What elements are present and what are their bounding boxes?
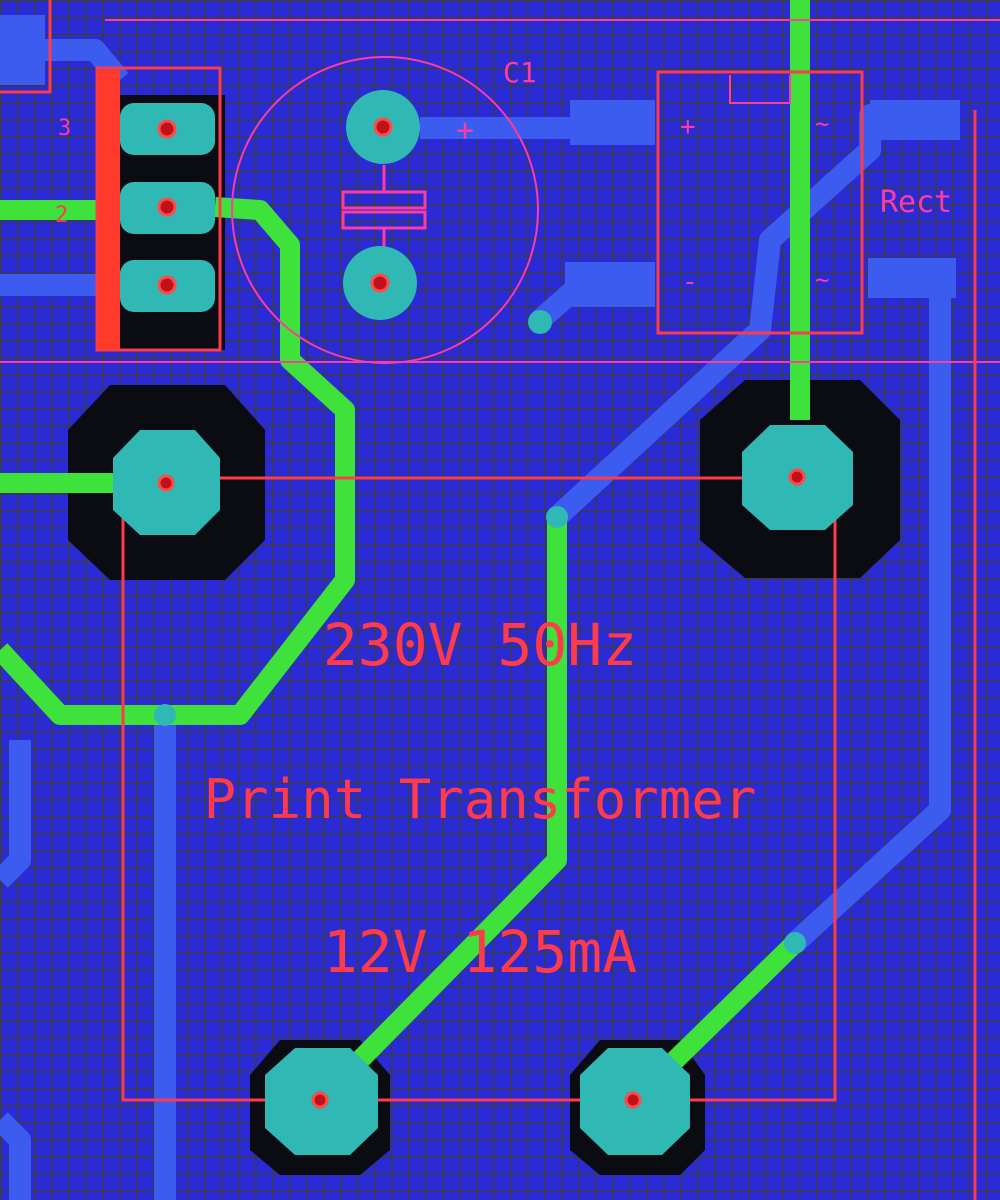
- transformer-name-label: Print Transformer: [204, 768, 757, 831]
- rectifier-ref-label: Rect: [880, 185, 952, 220]
- via[interactable]: [154, 704, 176, 726]
- rectifier-minus-label: -: [682, 267, 698, 297]
- connector-pin-label: 3: [58, 116, 71, 141]
- rect-ac2-copper: [868, 258, 956, 298]
- capacitor-ref-label: C1: [503, 56, 537, 89]
- capacitor-symbol: [341, 165, 427, 250]
- top-left-copper: [0, 15, 45, 85]
- capacitor-minus-copper: [565, 262, 655, 307]
- transformer-input-label: 230V 50Hz: [323, 611, 637, 679]
- via[interactable]: [546, 506, 568, 528]
- connector-body-marker: [97, 70, 120, 350]
- transformer-output-label: 12V 125mA: [323, 918, 637, 986]
- rectifier-plus-label: +: [680, 112, 696, 142]
- rectifier-ac1-label: ~: [815, 110, 829, 138]
- connector-pin-label: 2: [55, 203, 68, 228]
- via[interactable]: [528, 310, 552, 334]
- rectifier-ac2-label: ~: [815, 266, 829, 294]
- capacitor-plus-label: +: [456, 113, 474, 148]
- drill-holes: [157, 117, 806, 1109]
- rect-ac-copper: [870, 100, 960, 140]
- via[interactable]: [784, 932, 806, 954]
- capacitor-plus-copper: [570, 100, 655, 145]
